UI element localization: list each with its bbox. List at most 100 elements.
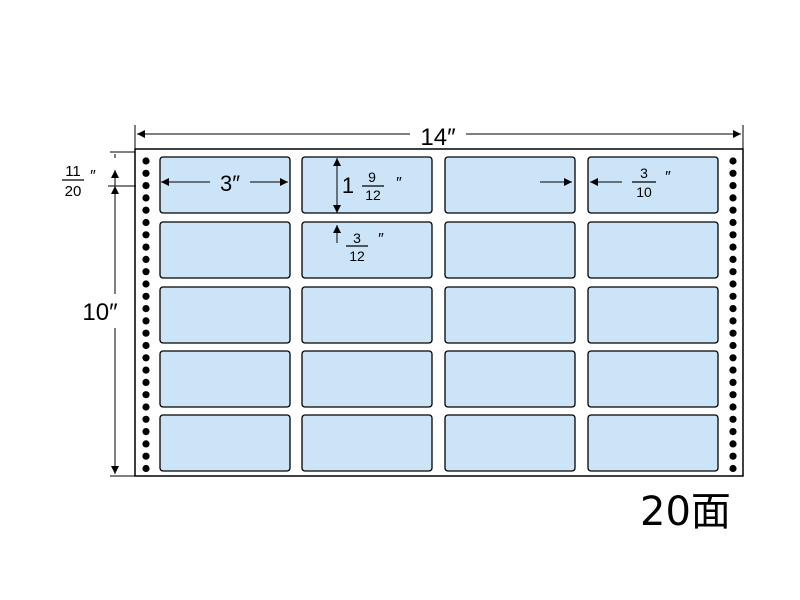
sprocket-hole [729,206,737,214]
sprocket-hole [142,378,150,386]
sprocket-hole [142,415,150,423]
sprocket-hole [142,341,150,350]
top-margin-unit: ″ [90,168,96,185]
label-height-unit: ″ [396,175,402,192]
sprocket-hole [142,169,150,177]
label-height-denominator: 12 [365,187,381,203]
sprocket-hole [729,464,737,473]
sprocket-holes-left [142,157,150,473]
sprocket-hole [142,218,150,227]
sprocket-hole [729,329,737,337]
label-cell [587,221,719,279]
sprocket-hole [729,378,737,386]
label-width-dimension: 3″ [161,171,288,196]
label-cell [444,414,576,472]
sprocket-hole [729,354,737,362]
label-cell [159,414,291,472]
height-dimension: 10″ [82,151,135,477]
sprocket-hole [142,329,150,337]
top-margin-numerator: 11 [65,163,81,180]
top-margin-denominator: 20 [65,183,82,200]
sprocket-hole [729,268,737,276]
label-cell [587,286,719,344]
sprocket-holes-right [729,157,737,473]
sprocket-hole [729,292,737,300]
sprocket-hole [729,341,737,350]
sprocket-hole [142,317,150,325]
horizontal-gap-unit: ″ [665,169,671,186]
sprocket-hole [729,391,737,399]
label-cell [159,221,291,279]
sprocket-hole [142,255,150,263]
sprocket-hole [142,268,150,276]
label-height-numerator: 9 [368,169,376,185]
label-cell [444,156,576,214]
height-label: 10″ [82,299,118,326]
label-cell [301,221,433,279]
label-cell [587,414,719,472]
sprocket-hole [729,428,737,436]
vertical-gap-numerator: 3 [353,230,361,246]
sprocket-hole [729,255,737,263]
sprocket-hole [142,243,150,251]
sprocket-hole [729,169,737,177]
sprocket-hole [142,391,150,399]
label-cell [444,350,576,408]
horizontal-gap-denominator: 10 [636,184,652,200]
label-width-label: 3″ [220,171,240,196]
top-margin-dimension: 11 20 ″ [62,154,136,200]
label-cell [159,350,291,408]
sprocket-hole [729,218,737,227]
label-cell [159,156,291,214]
sprocket-hole [142,206,150,214]
sprocket-hole [729,280,737,288]
sprocket-hole [142,440,150,448]
sprocket-hole [729,305,737,313]
sprocket-hole [142,354,150,362]
label-height-whole: 1 [342,173,354,198]
sprocket-hole [729,415,737,423]
label-cell [301,414,433,472]
label-cell [587,350,719,408]
label-cell [301,350,433,408]
sprocket-hole [729,157,737,165]
sprocket-hole [729,231,737,239]
sprocket-hole [142,464,150,473]
label-grid [159,156,719,472]
sprocket-hole [729,182,737,190]
label-cell [587,156,719,214]
label-height-dimension: 1 9 12 ″ [333,158,402,213]
vertical-gap-unit: ″ [378,231,384,248]
sprocket-hole [729,194,737,202]
width-dimension: 14″ [134,124,744,151]
face-count-label: 20面 [640,489,731,535]
sprocket-hole [729,440,737,448]
vertical-gap-denominator: 12 [349,248,365,264]
label-cell [301,156,433,214]
vertical-gap-dimension: 3 12 ″ [333,225,384,264]
label-cell [444,286,576,344]
sprocket-hole [142,157,150,165]
sprocket-hole [142,194,150,202]
horizontal-gap-dimension: 3 10 ″ [540,165,671,200]
sprocket-hole [729,317,737,325]
sprocket-hole [142,182,150,190]
sprocket-hole [142,305,150,313]
sprocket-hole [142,231,150,239]
sprocket-hole [729,243,737,251]
sprocket-hole [142,452,150,460]
sprocket-hole [729,452,737,460]
sprocket-hole [142,292,150,300]
sprocket-hole [729,366,737,374]
horizontal-gap-numerator: 3 [640,165,648,181]
width-label: 14″ [420,124,456,151]
label-cell [444,221,576,279]
sprocket-hole [142,428,150,436]
sprocket-hole [142,403,150,411]
sprocket-hole [142,280,150,288]
sprocket-hole [729,403,737,411]
label-cell [159,286,291,344]
label-cell [301,286,433,344]
sprocket-hole [142,366,150,374]
